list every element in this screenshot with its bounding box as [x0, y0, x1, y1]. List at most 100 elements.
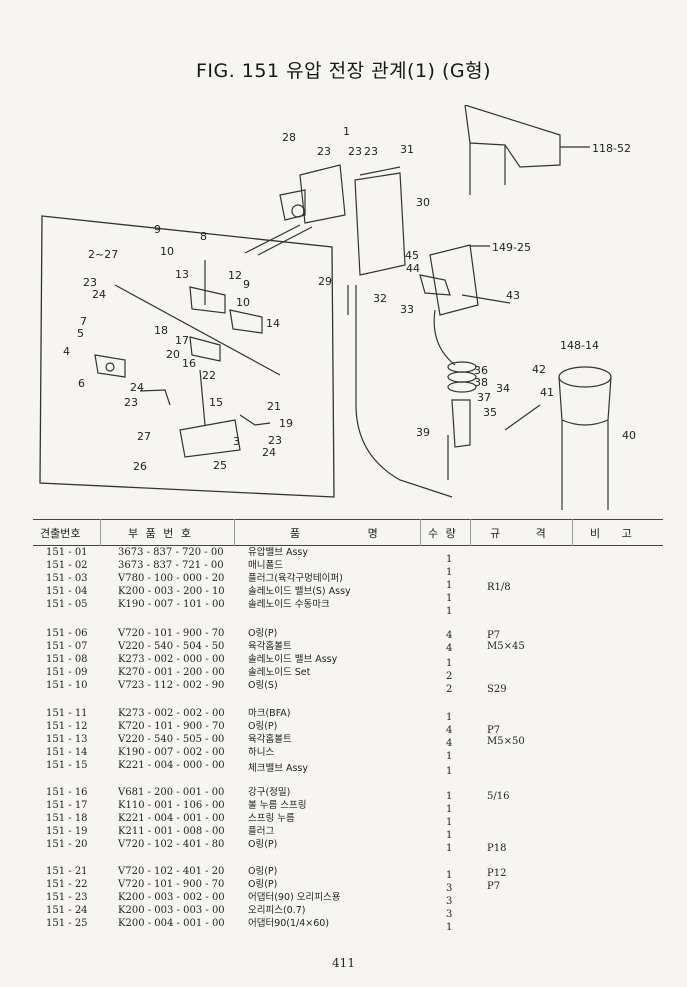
- row-name: O링(P): [248, 721, 278, 732]
- callout-label: 43: [506, 289, 520, 302]
- row-name: O링(S): [248, 680, 278, 691]
- row-qty: 1: [446, 766, 453, 777]
- row-no: 151 - 16: [46, 787, 88, 798]
- callout-label: 7: [80, 315, 87, 328]
- row-name: 솔레노이드 밸브 Assy: [248, 654, 338, 665]
- row-qty: 1: [446, 554, 453, 565]
- exploded-parts-diagram: 1 23 23 23 31 28 118-52 30 2~27 9 8 10 1…: [0, 105, 687, 510]
- callout-label: 13: [175, 268, 189, 281]
- callout-label: 2~27: [88, 248, 118, 261]
- row-no: 151 - 04: [46, 586, 88, 597]
- row-qty: 1: [446, 712, 453, 723]
- row-spec: 5/16: [487, 791, 510, 802]
- row-name: 체크밸브 Assy: [248, 763, 308, 774]
- callout-label: 8: [200, 230, 207, 243]
- row-no: 151 - 12: [46, 721, 88, 732]
- callout-label: 30: [416, 196, 430, 209]
- callout-label: 5: [77, 327, 84, 340]
- callout-label: 14: [266, 317, 280, 330]
- row-spec: P18: [487, 843, 507, 854]
- callout-label: 24: [92, 288, 106, 301]
- row-no: 151 - 03: [46, 573, 88, 584]
- row-no: 151 - 25: [46, 918, 88, 929]
- row-name: 어댑터90(1/4×60): [248, 918, 330, 929]
- callout-label: 24: [130, 381, 144, 394]
- row-no: 151 - 08: [46, 654, 88, 665]
- row-name: 유압밸브 Assy: [248, 547, 308, 558]
- callout-label: 40: [622, 429, 636, 442]
- row-part: V723 - 112 - 002 - 90: [118, 680, 225, 691]
- callout-label: 22: [202, 369, 216, 382]
- row-part: K200 - 003 - 003 - 00: [118, 905, 225, 916]
- row-name: 강구(정밀): [248, 787, 291, 798]
- row-part: V220 - 540 - 504 - 50: [118, 641, 225, 652]
- callout-label: 23: [268, 434, 282, 447]
- row-qty: 3: [446, 883, 453, 894]
- table-row: 151 - 25 K200 - 004 - 001 - 00 어댑터90(1/4×6…: [0, 917, 687, 933]
- callout-label: 16: [182, 357, 196, 370]
- row-qty: 4: [446, 725, 453, 736]
- row-part: V780 - 100 - 000 - 20: [118, 573, 225, 584]
- row-qty: 1: [446, 606, 453, 617]
- row-part: 3673 - 837 - 721 - 00: [118, 560, 224, 571]
- callout-label: 42: [532, 363, 546, 376]
- row-spec: P7: [487, 725, 501, 736]
- callout-label: 23: [124, 396, 138, 409]
- callout-label: 24: [262, 446, 276, 459]
- row-part: K273 - 002 - 002 - 00: [118, 708, 225, 719]
- row-part: V720 - 102 - 401 - 20: [118, 866, 225, 877]
- row-no: 151 - 15: [46, 760, 88, 771]
- column-divider: [234, 519, 235, 546]
- row-qty: 1: [446, 593, 453, 604]
- row-part: V720 - 101 - 900 - 70: [118, 879, 225, 890]
- row-no: 151 - 01: [46, 547, 88, 558]
- callout-label: 148-14: [560, 339, 599, 352]
- callout-label: 23: [364, 145, 378, 158]
- row-name: 육각홈볼트: [248, 734, 292, 745]
- callout-label: 29: [318, 275, 332, 288]
- row-no: 151 - 18: [46, 813, 88, 824]
- row-no: 151 - 17: [46, 800, 88, 811]
- row-name: O링(P): [248, 839, 278, 850]
- callout-label: 27: [137, 430, 151, 443]
- row-name: 오리피스(0.7): [248, 905, 306, 916]
- row-spec: S29: [487, 684, 507, 695]
- row-qty: 1: [446, 580, 453, 591]
- callout-label: 17: [175, 334, 189, 347]
- row-qty: 3: [446, 909, 453, 920]
- callout-label: 15: [209, 396, 223, 409]
- page-title: FIG. 151 유압 전장 관계(1) (G형): [195, 60, 492, 82]
- callout-label: 45: [405, 249, 419, 262]
- row-no: 151 - 11: [46, 708, 88, 719]
- callout-label: 34: [496, 382, 510, 395]
- callout-label: 31: [400, 143, 414, 156]
- row-qty: 1: [446, 843, 453, 854]
- callout-label: 37: [477, 391, 491, 404]
- table-header-rule: [33, 545, 663, 546]
- row-part: K190 - 007 - 002 - 00: [118, 747, 225, 758]
- row-qty: 1: [446, 922, 453, 933]
- row-no: 151 - 13: [46, 734, 88, 745]
- row-spec: R1/8: [487, 582, 511, 593]
- callout-label: 44: [406, 262, 420, 275]
- callout-label: 4: [63, 345, 70, 358]
- row-qty: 1: [446, 817, 453, 828]
- row-part: K110 - 001 - 106 - 00: [118, 800, 225, 811]
- callout-label: 149-25: [492, 241, 531, 254]
- row-part: K200 - 004 - 001 - 00: [118, 918, 225, 929]
- col-header-spec: 규 격: [490, 527, 548, 540]
- row-qty: 4: [446, 643, 453, 654]
- callout-label: 21: [267, 400, 281, 413]
- callout-label: 12: [228, 269, 242, 282]
